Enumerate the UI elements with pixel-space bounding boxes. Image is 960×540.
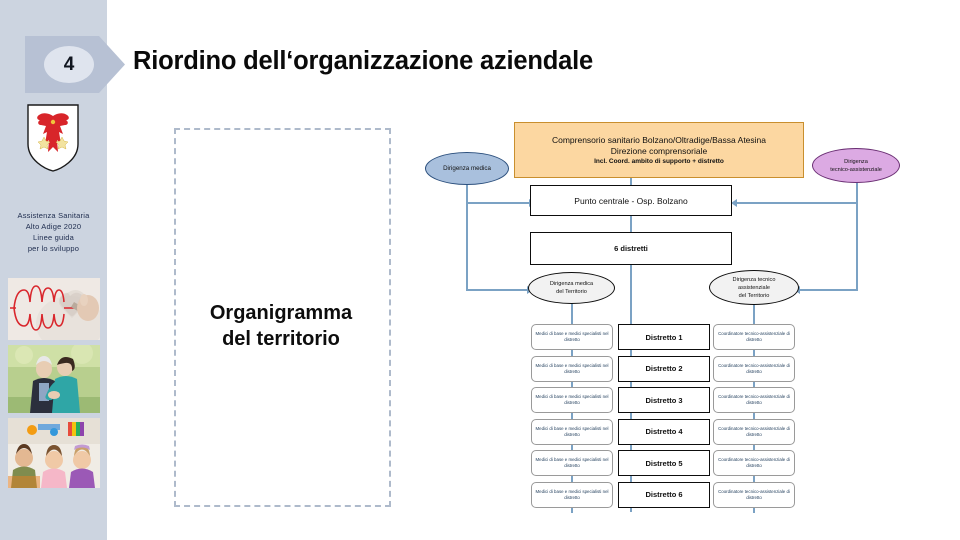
district-center-cell: Distretto 1 [618, 324, 710, 350]
sei-distretti-box: 6 distretti [530, 232, 732, 265]
dirtec-terr-line-3: del Territorio [738, 292, 770, 299]
connector-row-link [753, 350, 755, 356]
organigramma-label-line-1: Organigramma [209, 302, 353, 324]
connector-row-link [630, 476, 632, 482]
connector-row-link [753, 476, 755, 482]
district-center-cell: Distretto 3 [618, 387, 710, 413]
comprensorio-line-2: Direzione comprensoriale [610, 145, 708, 156]
dirmed-terr-line-1: Dirigenza medica [549, 281, 594, 287]
punto-centrale-box: Punto centrale - Osp. Bolzano [530, 185, 732, 216]
connector-row-link [571, 476, 573, 482]
dirigenza-tecnico-line-1: Dirigenza [844, 158, 868, 165]
connector-row-link [753, 413, 755, 419]
photo-elderly-man-with-nurse [8, 345, 100, 413]
district-left-cell: Medici di base e medici specialisti nel … [531, 355, 613, 382]
connector-row-link [630, 444, 632, 450]
connector-dirmed-down [466, 184, 468, 203]
dirtec-terr-line-1: Dirigenza tecnico [732, 276, 776, 283]
page-title: Riordino dell‘organizzazione aziendale [133, 47, 593, 75]
dirigenza-tecnico-line-2: tecnico-assistenziale [830, 166, 882, 173]
district-center-cell: Distretto 2 [618, 355, 710, 382]
sidebar-caption: Assistenza Sanitaria Alto Adige 2020 Lin… [0, 210, 107, 254]
connector-row-link [630, 381, 632, 387]
connector-row-link [753, 381, 755, 387]
connector-dirtec-down [856, 182, 858, 203]
dirmed-terr-line-2: del Territorio [556, 289, 587, 295]
connector-dirmed-to-terr [466, 289, 528, 291]
district-center-cell: Distretto 5 [618, 450, 710, 476]
district-right-cell: Coordinatore tecnico-assistenziale di di… [713, 324, 795, 350]
district-center-cell: Distretto 6 [618, 481, 710, 508]
sidebar-caption-line-2: Alto Adige 2020 [25, 222, 82, 231]
dirigenza-tecnico-assistenziale-ellipse: Dirigenza tecnico-assistenziale [812, 148, 900, 183]
organigramma-dashed-frame [174, 128, 391, 507]
connector-row-link [753, 444, 755, 450]
connector-dirtec-to-center [737, 202, 858, 204]
district-left-cell: Medici di base e medici specialisti nel … [531, 481, 613, 508]
connector-row-link [630, 350, 632, 356]
connector-dirtec-terr-to-col [753, 303, 755, 325]
connector-row-link [571, 413, 573, 419]
comprensorio-line-3: Incl. Coord. ambito di supporto + distre… [594, 157, 724, 165]
photo-children-playing [8, 418, 100, 488]
district-left-cell: Medici di base e medici specialisti nel … [531, 324, 613, 350]
sidebar-caption-line-3: Linee guida [33, 233, 74, 242]
connector-row-link [571, 350, 573, 356]
sidebar-caption-line-4: per lo sviluppo [27, 244, 80, 253]
south-tyrol-eagle-crest-icon [26, 104, 80, 172]
district-left-cell: Medici di base e medici specialisti nel … [531, 387, 613, 413]
connector-dirtec-to-terr [800, 289, 858, 291]
district-center-cell: Distretto 4 [618, 418, 710, 445]
comprensorio-line-1: Comprensorio sanitario Bolzano/Oltradige… [551, 134, 767, 145]
dirigenza-tecnico-territorio-ellipse: Dirigenza tecnico assistenziale del Terr… [709, 270, 799, 305]
dirigenza-medica-ellipse: Dirigenza medica [425, 152, 509, 185]
district-left-cell: Medici di base e medici specialisti nel … [531, 450, 613, 476]
dirtec-terr-line-2: assistenziale [737, 284, 771, 291]
connector-row-link [630, 413, 632, 419]
photo-heart-ecg-drawing [8, 278, 100, 340]
connector-row-link [571, 381, 573, 387]
connector-dirmed-terr-to-col [571, 303, 573, 325]
connector-dirmed-to-center [466, 202, 530, 204]
connector-center-to-districts [630, 216, 632, 233]
organigramma-label: Organigramma del territorio [181, 300, 381, 352]
sidebar-caption-line-1: Assistenza Sanitaria [17, 211, 90, 220]
organigramma-label-line-2: del territorio [222, 328, 340, 350]
dirigenza-medica-territorio-ellipse: Dirigenza medica del Territorio [528, 272, 615, 304]
district-right-cell: Coordinatore tecnico-assistenziale di di… [713, 481, 795, 508]
district-right-cell: Coordinatore tecnico-assistenziale di di… [713, 387, 795, 413]
connector-dirtec-long-down [856, 202, 858, 290]
district-right-cell: Coordinatore tecnico-assistenziale di di… [713, 418, 795, 445]
district-right-cell: Coordinatore tecnico-assistenziale di di… [713, 450, 795, 476]
comprensorio-sanitario-box: Comprensorio sanitario Bolzano/Oltradige… [514, 122, 804, 178]
connector-dirmed-long-down [466, 202, 468, 290]
slide-number-badge: 4 [44, 46, 94, 83]
connector-row-link [571, 444, 573, 450]
arrow-into-center-right [731, 199, 737, 207]
district-right-cell: Coordinatore tecnico-assistenziale di di… [713, 355, 795, 382]
district-left-cell: Medici di base e medici specialisti nel … [531, 418, 613, 445]
